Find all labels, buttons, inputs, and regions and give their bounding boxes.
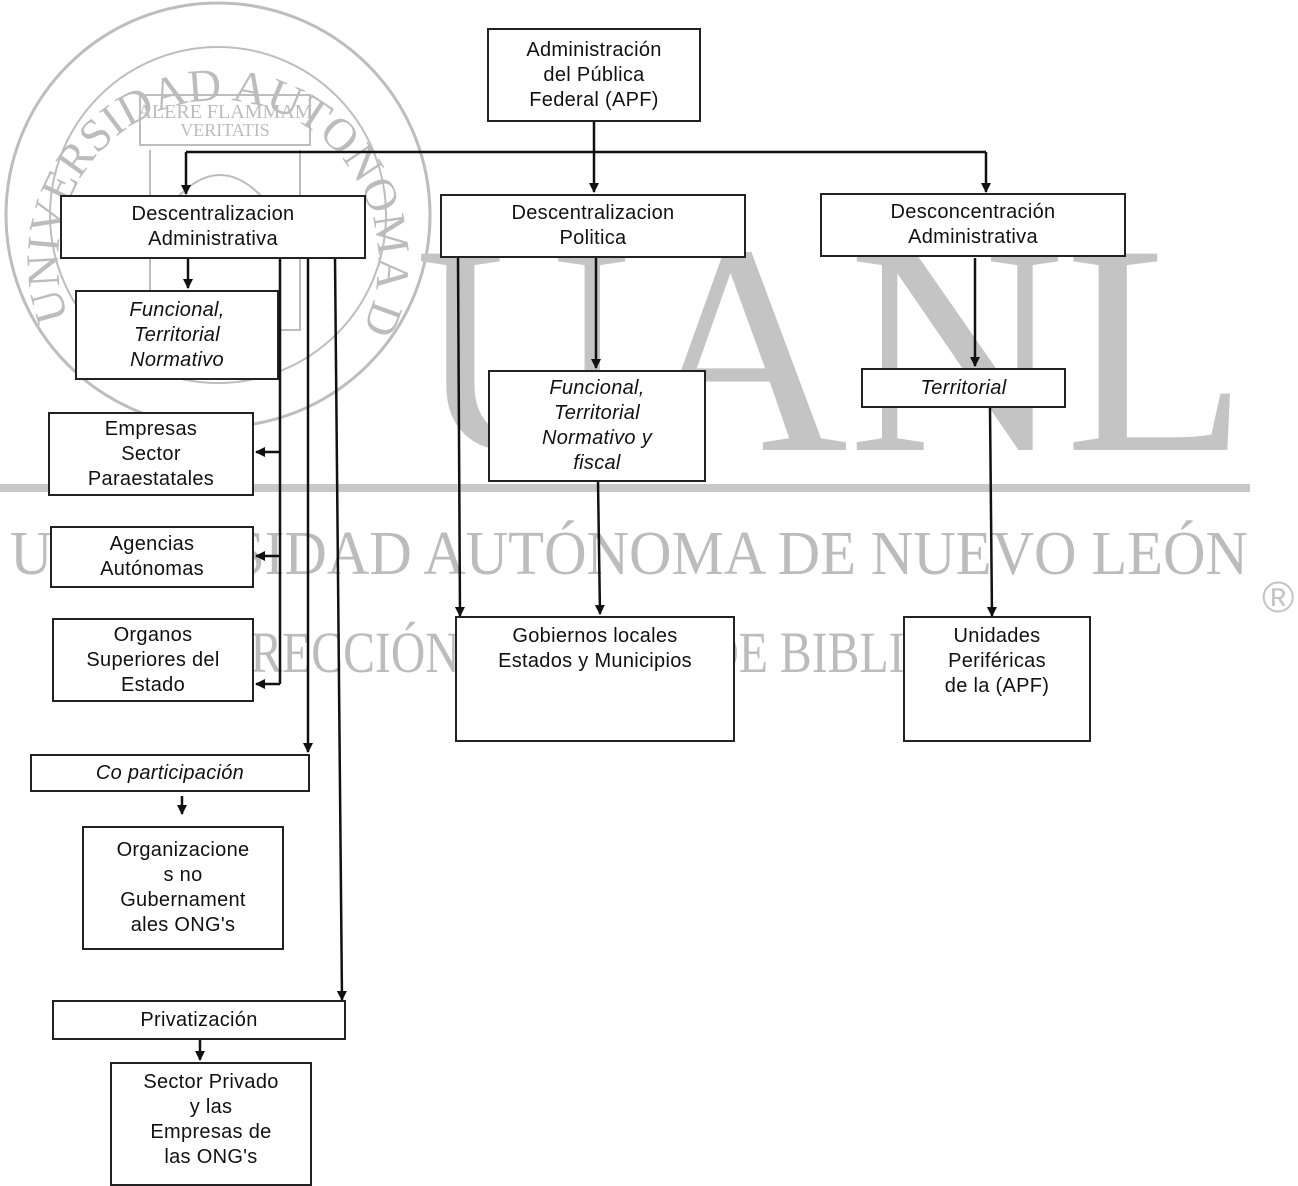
box-desconcentracion-administrativa: Desconcentración Administrativa bbox=[820, 193, 1126, 257]
box-organizaciones-no-gubernamentales: Organizacione s no Gubernament ales ONG'… bbox=[82, 826, 284, 950]
box-descentralizacion-politica-label: Descentralizacion Politica bbox=[511, 202, 675, 249]
box-gobiernos-locales-label: Gobiernos locales Estados y Municipios bbox=[498, 625, 692, 672]
box-apf-root: Administración del Pública Federal (APF) bbox=[487, 28, 701, 122]
seal-motto-1: ALERE FLAMMAM bbox=[137, 101, 312, 123]
box-organizaciones-no-gubernamentales-label: Organizacione s no Gubernament ales ONG'… bbox=[116, 839, 250, 936]
box-funcional-territorial-normativo-fiscal-label: Funcional, Territorial Normativo y fisca… bbox=[542, 377, 652, 474]
watermark-bar bbox=[0, 484, 1250, 492]
box-desconcentracion-administrativa-label: Desconcentración Administrativa bbox=[890, 201, 1056, 248]
box-territorial-label: Territorial bbox=[920, 376, 1007, 399]
box-descentralizacion-administrativa: Descentralizacion Administrativa bbox=[60, 195, 366, 259]
box-co-participacion: Co participación bbox=[30, 754, 310, 792]
seal-motto-2: VERITATIS bbox=[180, 120, 270, 140]
box-sector-privado-label: Sector Privado y las Empresas de las ONG… bbox=[143, 1071, 279, 1168]
box-empresas-sector-paraestatales: Empresas Sector Paraestatales bbox=[48, 412, 254, 496]
box-funcional-territorial-normativo: Funcional, Territorial Normativo bbox=[75, 290, 279, 380]
box-privatizacion-label: Privatización bbox=[140, 1008, 258, 1031]
box-funcional-territorial-normativo-label: Funcional, Territorial Normativo bbox=[129, 298, 225, 371]
box-descentralizacion-administrativa-label: Descentralizacion Administrativa bbox=[131, 203, 295, 250]
box-sector-privado: Sector Privado y las Empresas de las ONG… bbox=[110, 1062, 312, 1186]
box-organos-superiores: Organos Superiores del Estado bbox=[52, 618, 254, 702]
box-agencias-autonomas-label: Agencias Autónomas bbox=[100, 533, 204, 580]
box-unidades-perifericas-label: Unidades Periféricas de la (APF) bbox=[944, 625, 1050, 697]
box-funcional-territorial-normativo-fiscal: Funcional, Territorial Normativo y fisca… bbox=[488, 370, 706, 482]
box-descentralizacion-politica: Descentralizacion Politica bbox=[440, 194, 746, 258]
box-gobiernos-locales: Gobiernos locales Estados y Municipios bbox=[455, 616, 735, 742]
box-apf-root-label: Administración del Pública Federal (APF) bbox=[526, 38, 662, 111]
box-unidades-perifericas: Unidades Periféricas de la (APF) bbox=[903, 616, 1091, 742]
box-territorial: Territorial bbox=[861, 368, 1066, 408]
box-agencias-autonomas: Agencias Autónomas bbox=[50, 526, 254, 588]
box-privatizacion: Privatización bbox=[52, 1000, 346, 1040]
watermark-registered-mark: ® bbox=[1262, 573, 1294, 622]
box-organos-superiores-label: Organos Superiores del Estado bbox=[86, 623, 220, 696]
box-empresas-sector-paraestatales-label: Empresas Sector Paraestatales bbox=[87, 417, 215, 490]
connectors bbox=[177, 120, 997, 1061]
box-co-participacion-label: Co participación bbox=[95, 761, 245, 784]
